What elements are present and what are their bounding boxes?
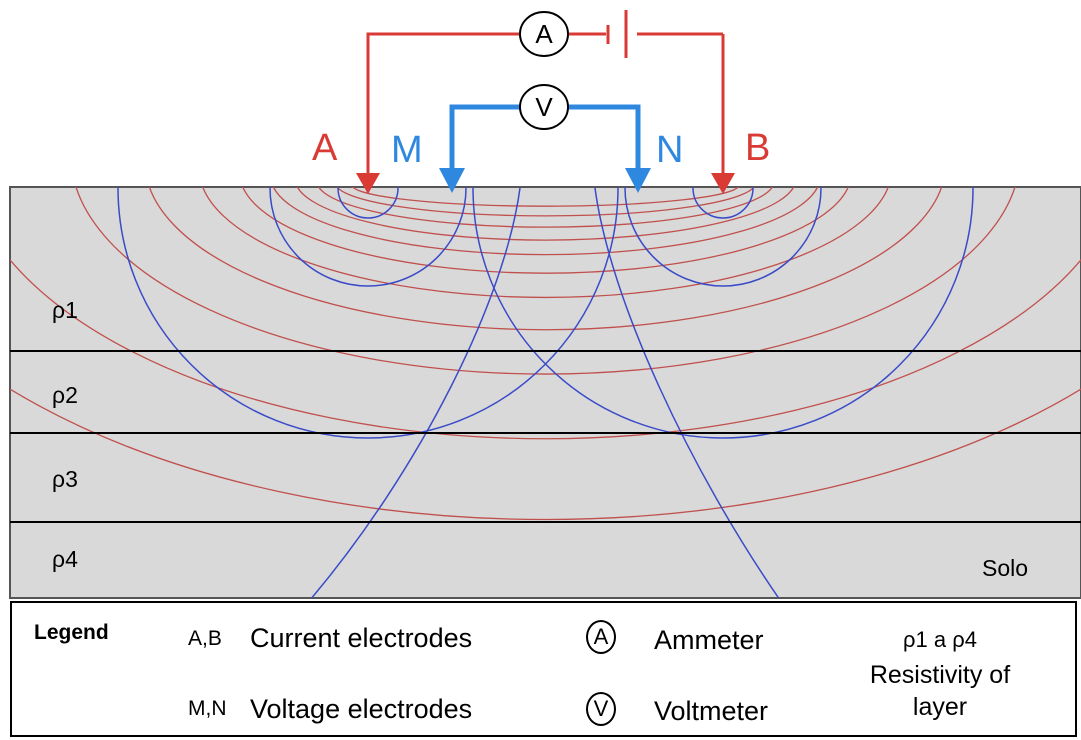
current-field-line (202, 187, 889, 299)
layer-label-1: ρ1 (52, 297, 78, 323)
ammeter-symbol: A (535, 19, 553, 49)
ammeter-icon (519, 11, 569, 57)
legend-current-code: A,B (188, 627, 222, 650)
current-field-line (336, 187, 755, 217)
equipotential-circle (624, 187, 822, 287)
legend-ammeter-icon: A (586, 620, 616, 654)
equipotential-circle (472, 187, 974, 439)
layer-label-3: ρ3 (52, 466, 78, 492)
electrode-n-arrow (625, 168, 651, 193)
equipotential-circle (117, 187, 619, 439)
legend-resistivity-range: ρ1 a ρ4 (903, 627, 977, 652)
legend-resistivity-text: Resistivity of layer (869, 661, 1011, 721)
electrode-b-label: B (745, 127, 770, 169)
legend-current-text: Current electrodes (250, 623, 473, 653)
electrode-m-label: M (391, 129, 423, 171)
equipotential-curve (310, 187, 521, 598)
electrode-a-label: A (312, 127, 338, 169)
legend-voltmeter-text: Voltmeter (654, 696, 769, 726)
legend-voltmeter-icon: V (586, 692, 616, 726)
layer-label-2: ρ2 (52, 382, 78, 408)
battery-icon (606, 10, 628, 58)
voltage-circuit (449, 104, 641, 172)
electrode-a-arrow (356, 173, 380, 194)
electrode-b-arrow (711, 173, 735, 194)
current-field-line (317, 187, 774, 228)
legend-ammeter-text: Ammeter (654, 625, 764, 655)
resistivity-survey-diagram: ρ1 ρ2 ρ3 ρ4 Solo A V A M N B (9, 10, 1081, 599)
equipotential-lines (117, 187, 974, 598)
ground-label: Solo (982, 555, 1028, 581)
equipotential-circle (269, 187, 467, 287)
current-field-line (296, 187, 795, 241)
legend-box: Legend A,B Current electrodes M,N Voltag… (10, 601, 1077, 737)
legend-title: Legend (34, 621, 109, 644)
voltmeter-symbol: V (535, 92, 553, 122)
current-field-line (272, 187, 819, 256)
equipotential-circle (692, 187, 754, 219)
equipotential-circle (337, 187, 399, 219)
current-circuit (366, 32, 725, 175)
electrode-n-label: N (656, 129, 683, 171)
legend-voltage-text: Voltage electrodes (250, 694, 473, 724)
legend-voltage-code: M,N (188, 697, 227, 720)
current-field-line (352, 187, 739, 207)
electrode-m-arrow (439, 168, 465, 193)
current-field-line (148, 187, 943, 331)
layer-label-4: ρ4 (52, 546, 78, 572)
current-field-line (10, 258, 1081, 440)
voltmeter-icon (519, 84, 569, 130)
soil-body (9, 186, 1081, 599)
current-field-line (10, 388, 1081, 521)
equipotential-curve (594, 187, 780, 598)
